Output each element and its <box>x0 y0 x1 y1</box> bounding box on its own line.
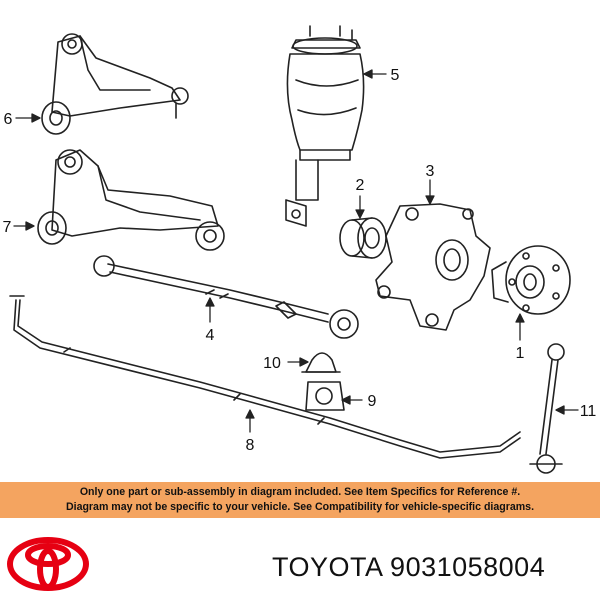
notice-line-1: Only one part or sub-assembly in diagram… <box>79 486 521 498</box>
callout-7: 7 <box>3 219 12 236</box>
part-1-wheel-hub <box>491 245 571 315</box>
part-7-lower-control-arm <box>37 149 225 251</box>
part-9-stabilizer-bushing <box>305 381 345 411</box>
part-4-lateral-link <box>93 255 359 339</box>
callout-1: 1 <box>516 345 525 362</box>
suspension-parts-diagram: 1 2 3 4 5 6 7 8 9 10 11 <box>3 25 597 474</box>
part-8-stabilizer-bar <box>9 295 521 459</box>
callout-9: 9 <box>368 393 377 410</box>
callout-8: 8 <box>246 437 255 454</box>
part-10-bracket <box>301 352 341 373</box>
callout-6: 6 <box>4 111 13 128</box>
leader-lines <box>13 69 579 433</box>
notice-line-2: Diagram may not be specific to your vehi… <box>65 501 535 513</box>
toyota-logo-icon <box>7 537 89 591</box>
brand-part-number: TOYOTA 9031058004 <box>272 552 545 583</box>
part-6-upper-control-arm <box>41 33 189 135</box>
part-3-knuckle <box>375 203 491 331</box>
part-5-air-strut <box>285 25 365 227</box>
part-2-wheel-bearing <box>339 217 387 259</box>
brand-name: TOYOTA <box>272 552 383 582</box>
callout-3: 3 <box>426 163 435 180</box>
callout-11: 11 <box>580 403 597 420</box>
callout-4: 4 <box>206 327 215 344</box>
part-number: 9031058004 <box>390 552 546 582</box>
part-11-stabilizer-link <box>529 343 565 474</box>
callout-10: 10 <box>263 355 281 372</box>
callout-2: 2 <box>356 177 365 194</box>
diagram-notice-banner: Only one part or sub-assembly in diagram… <box>0 482 600 518</box>
callout-5: 5 <box>391 67 400 84</box>
